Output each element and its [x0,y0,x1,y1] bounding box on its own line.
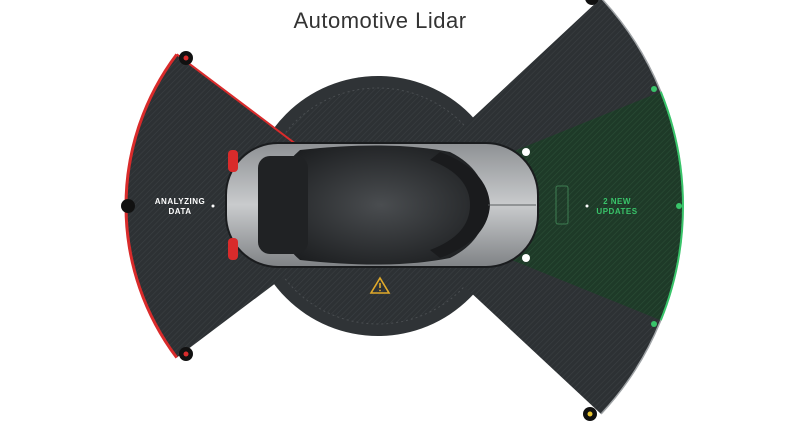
front-label-line1: 2 NEW [603,197,631,206]
front-inner-sector [507,91,683,321]
warning-triangle-icon [369,276,391,294]
front-sensor-badge [555,185,569,225]
front-label-connector-dot [585,204,589,208]
front-green-marker-top [651,86,657,92]
rear-sector-edge-top [176,53,299,147]
front-top-marker [585,0,599,5]
page-title: Automotive Lidar [293,8,467,33]
front-green-marker-bottom [651,321,657,327]
rear-label-line2: DATA [168,207,191,216]
rear-center-marker [121,199,135,213]
rear-label-line1: ANALYZING [155,197,205,206]
rear-top-marker [179,51,193,65]
car-top-view [225,142,539,268]
front-label-line2: UPDATES [596,207,637,216]
rear-label-connector-dot [211,204,215,208]
rear-bottom-marker [179,347,193,361]
front-bottom-marker [583,407,597,421]
front-green-marker-mid [676,203,682,209]
front-green-arc [659,91,684,321]
